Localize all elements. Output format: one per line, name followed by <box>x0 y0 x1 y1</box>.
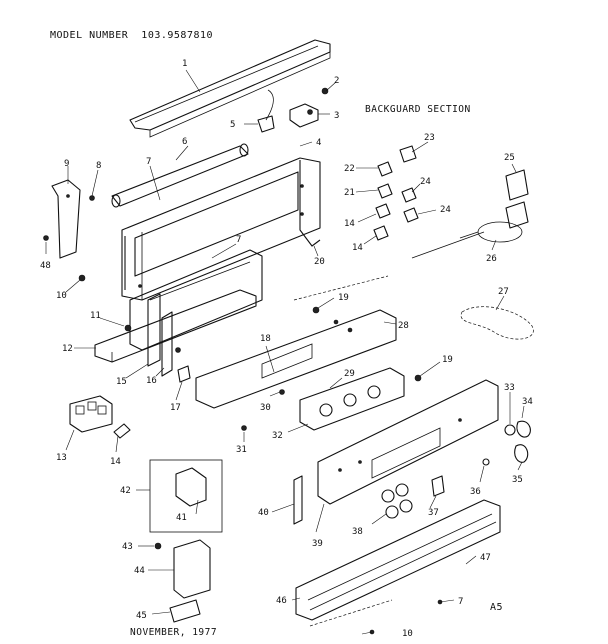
model-number: 103.9587810 <box>141 30 214 41</box>
callout-14-a: 14 <box>110 457 121 467</box>
section-title: BACKGUARD SECTION <box>365 104 471 115</box>
callout-34: 34 <box>522 397 533 407</box>
callout-41: 41 <box>176 513 187 523</box>
part-bracket-assembly <box>154 539 211 623</box>
callout-24-b: 24 <box>440 205 451 215</box>
part-supports <box>147 293 181 377</box>
part-front-panel <box>317 379 499 505</box>
callout-47: 47 <box>480 553 491 563</box>
part-knobs <box>381 458 490 519</box>
callout-29: 29 <box>344 369 355 379</box>
callout-4: 4 <box>316 138 321 148</box>
callout-20: 20 <box>314 257 325 267</box>
part-hardware-group <box>373 145 485 259</box>
callout-14-c: 14 <box>352 243 363 253</box>
callout-18: 18 <box>260 334 271 344</box>
part-latch <box>293 475 303 525</box>
callout-39: 39 <box>312 539 323 549</box>
callout-12: 12 <box>62 344 73 354</box>
part-switch-housing <box>299 367 405 431</box>
callout-16: 16 <box>146 376 157 386</box>
callout-25: 25 <box>504 153 515 163</box>
callout-7-b: 7 <box>236 235 241 245</box>
part-control-panel-rear <box>195 275 397 409</box>
part-lower-trim <box>295 499 501 635</box>
callout-44: 44 <box>134 566 145 576</box>
callout-19-b: 19 <box>442 355 453 365</box>
callout-32: 32 <box>272 431 283 441</box>
callout-46: 46 <box>276 596 287 606</box>
callout-10-b: 10 <box>402 629 413 639</box>
callout-22: 22 <box>344 164 355 174</box>
callout-23: 23 <box>424 133 435 143</box>
callout-40: 40 <box>258 508 269 518</box>
footer-date: NOVEMBER, 1977 <box>130 627 218 638</box>
part-knobs-right <box>504 420 531 463</box>
model-number-label: MODEL NUMBER 103.9587810 <box>50 30 213 41</box>
part-backguard-frame <box>121 157 321 301</box>
callout-24-a: 24 <box>420 177 431 187</box>
callout-45: 45 <box>136 611 147 621</box>
callout-2: 2 <box>334 76 339 86</box>
callout-9: 9 <box>64 159 69 169</box>
part-screws-center <box>241 374 422 431</box>
callout-35: 35 <box>512 475 523 485</box>
callout-30: 30 <box>260 403 271 413</box>
callout-21: 21 <box>344 188 355 198</box>
callout-15: 15 <box>116 377 127 387</box>
part-inner-panel <box>129 249 263 351</box>
part-tube <box>111 143 249 208</box>
callout-37: 37 <box>428 508 439 518</box>
callout-10-a: 10 <box>56 291 67 301</box>
callout-7-c: 7 <box>458 597 463 607</box>
callout-26: 26 <box>486 254 497 264</box>
part-lower-channel <box>94 289 257 363</box>
part-inset-box <box>149 459 223 533</box>
callout-42: 42 <box>120 486 131 496</box>
part-clock-motor <box>459 169 529 243</box>
part-left-end-cap <box>43 179 95 259</box>
part-top-trim <box>129 39 331 138</box>
part-terminal-block <box>69 395 113 433</box>
callout-36: 36 <box>470 487 481 497</box>
callout-11: 11 <box>90 311 101 321</box>
callout-17: 17 <box>170 403 181 413</box>
callout-38: 38 <box>352 527 363 537</box>
callout-27: 27 <box>498 287 509 297</box>
part-gasket <box>460 306 534 340</box>
part-lamp-socket <box>257 89 275 133</box>
callout-7-a: 7 <box>146 157 151 167</box>
part-lamp-holder-left <box>113 423 131 439</box>
part-clip <box>177 365 191 383</box>
callout-3: 3 <box>334 111 339 121</box>
callout-6: 6 <box>182 137 187 147</box>
callout-layer: 1 2 3 4 5 6 7 7 7 8 9 10 10 11 <box>40 59 533 639</box>
callout-43: 43 <box>122 542 133 552</box>
callout-1: 1 <box>182 59 187 69</box>
part-screws-left <box>78 274 132 332</box>
callout-33: 33 <box>504 383 515 393</box>
part-bracket <box>289 87 329 128</box>
callout-8: 8 <box>96 161 101 171</box>
callout-28: 28 <box>398 321 409 331</box>
callout-31: 31 <box>236 445 247 455</box>
callout-13: 13 <box>56 453 67 463</box>
callout-48: 48 <box>40 261 51 271</box>
model-label: MODEL NUMBER <box>50 30 129 41</box>
callout-14-b: 14 <box>344 219 355 229</box>
callout-19-a: 19 <box>338 293 349 303</box>
page-code: A5 <box>490 602 504 613</box>
callout-5: 5 <box>230 120 235 130</box>
